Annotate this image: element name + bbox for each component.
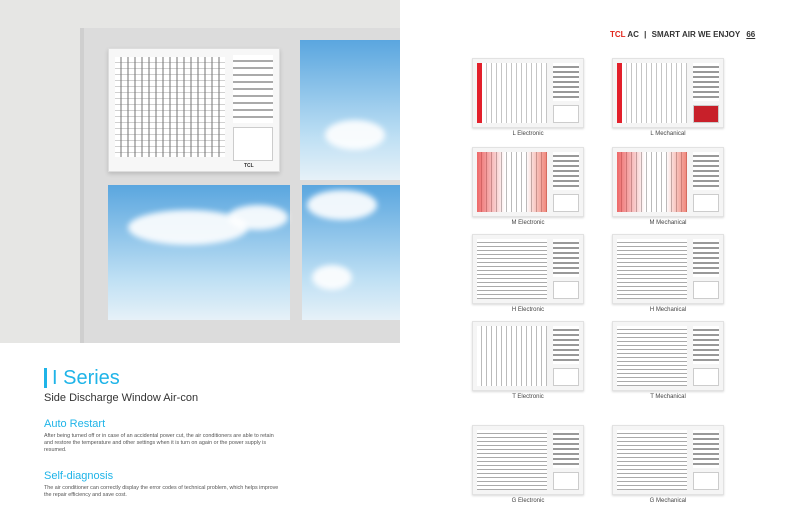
product-label: L Mechanical bbox=[650, 131, 686, 137]
product-label: T Electronic bbox=[512, 394, 544, 400]
product-card: H Mechanical bbox=[612, 234, 724, 313]
feature-text: The air conditioner can correctly displa… bbox=[44, 485, 279, 498]
product-image bbox=[612, 58, 724, 128]
product-image bbox=[472, 321, 584, 391]
product-label: H Mechanical bbox=[649, 307, 687, 313]
unit-logo: TCL bbox=[244, 163, 254, 169]
tagline: SMART AIR WE ENJOY bbox=[651, 30, 741, 39]
page-header: TCL AC | SMART AIR WE ENJOY 66 bbox=[610, 30, 755, 39]
sky-pane bbox=[302, 185, 400, 320]
page-number: 66 bbox=[746, 30, 756, 39]
product-card: L Electronic bbox=[472, 58, 584, 137]
product-label: G Mechanical bbox=[649, 498, 687, 504]
sky-pane bbox=[300, 40, 400, 180]
product-image bbox=[612, 425, 724, 495]
feature-title: Auto Restart bbox=[44, 418, 106, 430]
product-card: T Mechanical bbox=[612, 321, 724, 400]
sky-pane bbox=[108, 185, 290, 320]
product-image bbox=[612, 234, 724, 304]
product-image bbox=[472, 425, 584, 495]
product-label: G Electronic bbox=[511, 498, 545, 504]
product-card: H Electronic bbox=[472, 234, 584, 313]
product-image bbox=[472, 234, 584, 304]
product-card: T Electronic bbox=[472, 321, 584, 400]
product-card: M Electronic bbox=[472, 147, 584, 226]
product-label: M Electronic bbox=[511, 220, 545, 226]
product-label: T Mechanical bbox=[650, 394, 686, 400]
product-card: G Electronic bbox=[472, 425, 584, 504]
series-title: I Series bbox=[44, 368, 284, 388]
brand-suffix: AC bbox=[627, 30, 639, 39]
product-image bbox=[612, 147, 724, 217]
product-label: H Electronic bbox=[511, 307, 545, 313]
product-card: M Mechanical bbox=[612, 147, 724, 226]
product-image bbox=[472, 58, 584, 128]
product-card: G Mechanical bbox=[612, 425, 724, 504]
series-subtitle: Side Discharge Window Air-con bbox=[44, 392, 199, 404]
brand-logo: TCL bbox=[610, 30, 626, 39]
product-card: L Mechanical bbox=[612, 58, 724, 137]
feature-title: Self-diagnosis bbox=[44, 470, 114, 482]
separator: | bbox=[644, 30, 647, 39]
product-image bbox=[472, 147, 584, 217]
hero-air-conditioner: TCL bbox=[108, 48, 280, 172]
hero-photo: TCL bbox=[0, 0, 400, 343]
product-label: M Mechanical bbox=[649, 220, 687, 226]
feature-text: After being turned off or in case of an … bbox=[44, 433, 274, 453]
product-label: L Electronic bbox=[512, 131, 544, 137]
series-info: I Series Side Discharge Window Air-con A… bbox=[44, 368, 284, 499]
product-image bbox=[612, 321, 724, 391]
